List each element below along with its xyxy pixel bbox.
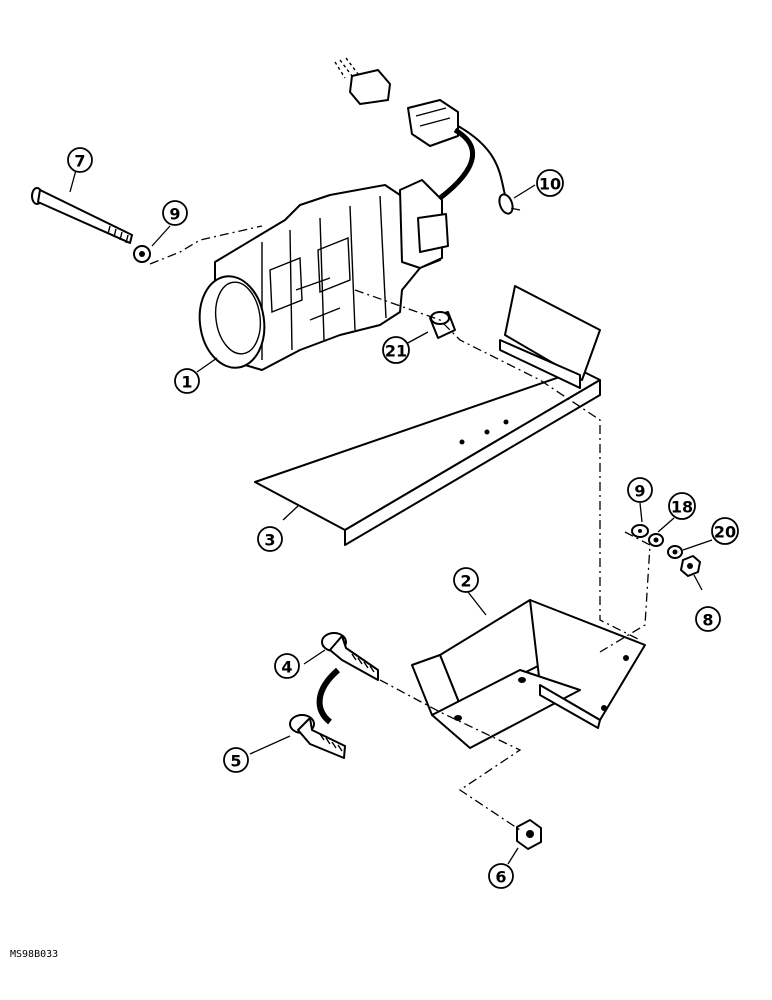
callout-9-upper: 9 xyxy=(162,200,188,226)
nut-6 xyxy=(516,819,542,850)
callout-8-label: 8 xyxy=(702,611,713,630)
callout-5-label: 5 xyxy=(230,752,241,771)
spacer xyxy=(429,311,456,339)
callout-9-upper-label: 9 xyxy=(169,205,180,224)
callout-6: 6 xyxy=(488,863,514,889)
wiring-harness xyxy=(334,57,506,215)
drawing-reference: MS98B033 xyxy=(10,949,58,960)
callout-9-lower: 9 xyxy=(627,477,653,503)
bolt-4 xyxy=(321,632,379,681)
callout-10-label: 10 xyxy=(539,175,561,194)
callout-10: 10 xyxy=(536,169,564,197)
ring-terminal xyxy=(498,193,514,215)
flat-washer xyxy=(667,545,683,559)
washer-right xyxy=(631,524,649,538)
washer-upper xyxy=(133,245,151,263)
callout-18: 18 xyxy=(668,492,696,520)
callout-4: 4 xyxy=(274,653,300,679)
assembly-lines xyxy=(149,207,651,831)
lower-bracket xyxy=(411,599,646,749)
callout-7: 7 xyxy=(67,147,93,173)
bolt-5 xyxy=(289,714,346,759)
callout-20-label: 20 xyxy=(714,523,736,542)
nut-right xyxy=(680,555,701,577)
callout-4-label: 4 xyxy=(281,658,292,677)
long-bolt xyxy=(31,187,133,244)
callout-8: 8 xyxy=(695,606,721,632)
callout-3: 3 xyxy=(257,526,283,552)
callout-1: 1 xyxy=(174,368,200,394)
callout-18-label: 18 xyxy=(671,498,693,517)
callout-7-label: 7 xyxy=(74,152,85,171)
callout-6-label: 6 xyxy=(495,868,506,887)
leader-lines xyxy=(69,169,713,865)
callout-2: 2 xyxy=(453,567,479,593)
callout-1-label: 1 xyxy=(181,373,192,392)
callout-5: 5 xyxy=(223,747,249,773)
callout-3-label: 3 xyxy=(264,531,275,550)
mounting-plate xyxy=(254,285,601,546)
callout-20: 20 xyxy=(711,517,739,545)
callout-9-lower-label: 9 xyxy=(634,482,645,501)
callout-21: 21 xyxy=(382,336,410,364)
callout-2-label: 2 xyxy=(460,572,471,591)
callout-21-label: 21 xyxy=(385,342,407,361)
horn-assembly xyxy=(198,179,449,371)
lock-washer xyxy=(648,533,664,547)
